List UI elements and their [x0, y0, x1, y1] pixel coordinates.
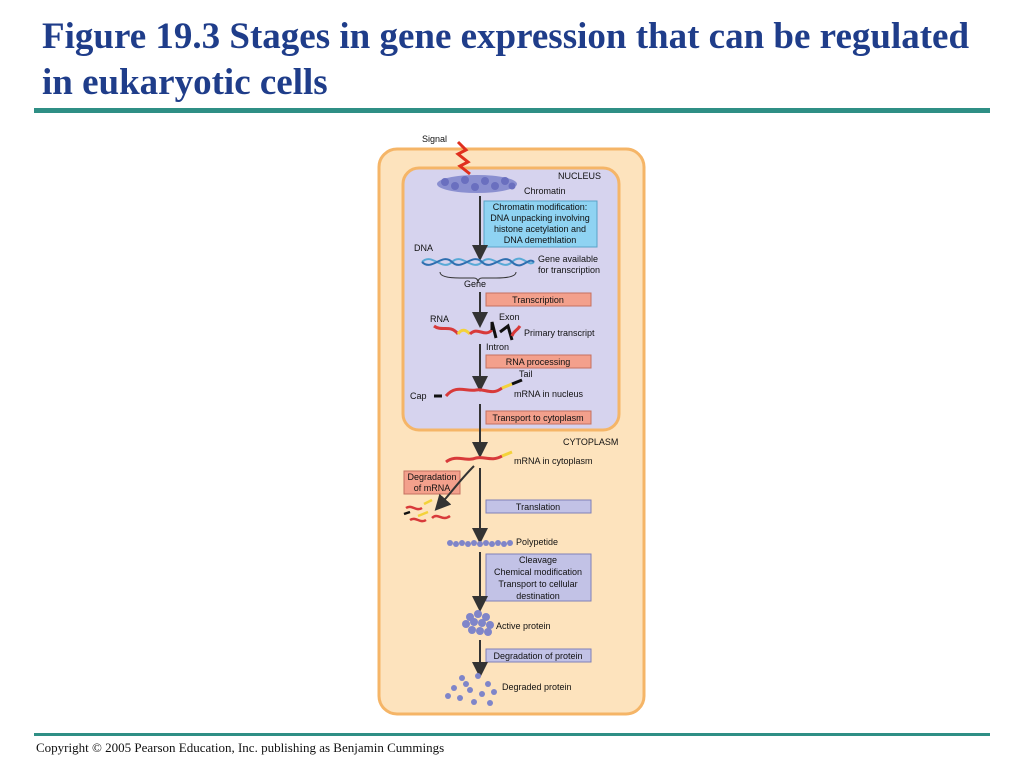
dna-label: DNA — [414, 243, 433, 253]
mrna-cytoplasm-label: mRNA in cytoplasm — [514, 456, 593, 466]
gene-bracket — [439, 271, 517, 284]
cleavage-line-4: destination — [516, 591, 560, 601]
dna-double-helix-icon — [421, 257, 535, 267]
degradation-protein-label: Degradation of protein — [493, 651, 582, 661]
mrna-cytoplasm-icon — [445, 450, 513, 464]
title-divider — [34, 108, 990, 113]
active-protein-label: Active protein — [496, 621, 551, 631]
cytoplasm-label: CYTOPLASM — [563, 437, 618, 447]
chromatin-label: Chromatin — [524, 186, 566, 196]
translation-label: Translation — [516, 502, 560, 512]
active-protein-icon — [462, 610, 494, 636]
chromatin-mod-line-2: DNA unpacking involving — [490, 213, 590, 223]
primary-transcript-icon — [433, 321, 522, 341]
degradation-mrna-line-1: Degradation — [407, 472, 456, 482]
transcription-label: Transcription — [512, 295, 564, 305]
cleavage-line-2: Chemical modification — [494, 567, 582, 577]
polypeptide-label: Polypetide — [516, 537, 558, 547]
exon-label: Exon — [499, 312, 520, 322]
nucleus-label: NUCLEUS — [558, 171, 601, 181]
cleavage-line-1: Cleavage — [519, 555, 557, 565]
arrow-to-degradation — [434, 465, 475, 511]
degraded-protein-icon — [445, 673, 497, 706]
slide-title: Figure 19.3 Stages in gene expression th… — [42, 16, 970, 103]
degradation-mrna-line-2: of mRNA — [414, 483, 451, 493]
cleavage-line-3: Transport to cellular — [498, 579, 577, 589]
signal-bolt-icon — [455, 140, 471, 176]
degraded-protein-label: Degraded protein — [502, 682, 572, 692]
gene-available-line-1: Gene available — [538, 254, 598, 264]
translation-box — [485, 499, 592, 514]
mrna-fragments-icon — [403, 498, 451, 523]
chromatin-modification-box — [483, 200, 598, 248]
tail-label: Tail — [519, 369, 533, 379]
intron-label: Intron — [486, 342, 509, 352]
mrna-nucleus-icon — [434, 378, 523, 398]
chromatin-mod-line-3: histone acetylation and — [494, 224, 586, 234]
primary-transcript-label: Primary transcript — [524, 328, 595, 338]
gene-label: Gene — [464, 279, 486, 289]
chromatin-mod-line-1: Chromatin modification: — [493, 202, 588, 212]
chromatin-mod-line-4: DNA demethlation — [504, 235, 577, 245]
transcription-box — [485, 292, 592, 307]
cap-label: Cap — [410, 391, 427, 401]
signal-label: Signal — [422, 134, 447, 144]
chromatin-icon — [437, 175, 517, 193]
degradation-protein-box — [485, 648, 592, 663]
copyright-text: Copyright © 2005 Pearson Education, Inc.… — [36, 740, 445, 755]
transport-box — [485, 410, 592, 425]
polypeptide-icon — [447, 540, 513, 547]
rna-processing-label: RNA processing — [506, 357, 571, 367]
cleavage-box — [485, 553, 592, 602]
rna-label: RNA — [430, 314, 449, 324]
rna-processing-box — [485, 354, 592, 369]
footer-divider — [34, 733, 990, 736]
transport-label: Transport to cytoplasm — [492, 413, 583, 423]
mrna-nucleus-label: mRNA in nucleus — [514, 389, 584, 399]
gene-available-line-2: for transcription — [538, 265, 600, 275]
